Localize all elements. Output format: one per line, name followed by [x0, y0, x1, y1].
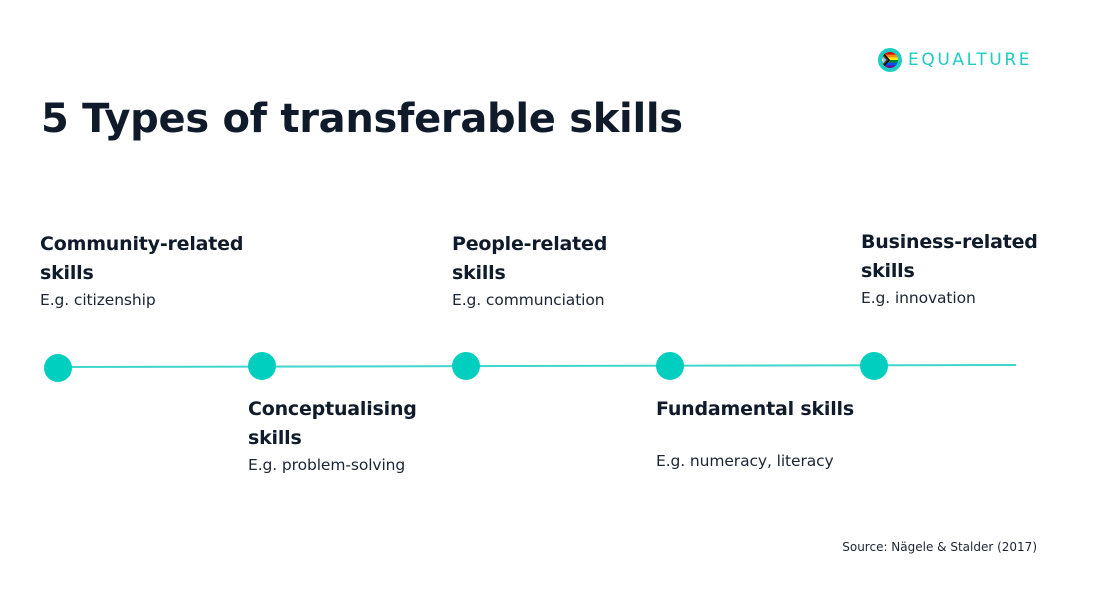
skill-title-line2: skills	[861, 260, 915, 282]
skill-title: Business-related skills	[861, 228, 1091, 286]
skill-title-line2: skills	[248, 427, 302, 449]
skill-title: People-related skills	[452, 230, 662, 288]
skill-people-related: People-related skills E.g. communciation	[452, 230, 662, 311]
skill-fundamental: Fundamental skills E.g. numeracy, litera…	[656, 395, 886, 472]
page-title: 5 Types of transferable skills	[41, 96, 683, 142]
skill-title: Fundamental skills	[656, 395, 886, 424]
skill-community-related: Community-related skills E.g. citizenshi…	[40, 230, 280, 311]
skill-example: E.g. numeracy, literacy	[656, 452, 834, 470]
skill-title-line2: skills	[452, 262, 506, 284]
timeline-dot-conceptualising	[248, 352, 276, 380]
skill-title-line2: skills	[40, 262, 94, 284]
timeline-dot-fundamental	[656, 352, 684, 380]
timeline-dot-business	[860, 352, 888, 380]
brand-name: EQUALTURE	[908, 50, 1033, 70]
skill-title-line1: Community-related	[40, 233, 244, 255]
skill-title: Community-related skills	[40, 230, 280, 288]
source-citation: Source: Nägele & Stalder (2017)	[842, 540, 1037, 554]
skill-business-related: Business-related skills E.g. innovation	[861, 228, 1091, 309]
pride-flag-logo-icon	[878, 48, 902, 72]
skill-title: Conceptualising skills	[248, 395, 458, 453]
skill-example: E.g. citizenship	[40, 291, 156, 309]
skill-title-line1: People-related	[452, 233, 608, 255]
skill-title-line1: Business-related	[861, 231, 1038, 253]
skill-example: E.g. innovation	[861, 289, 976, 307]
skill-conceptualising: Conceptualising skills E.g. problem-solv…	[248, 395, 458, 476]
skill-title-line1: Conceptualising	[248, 398, 417, 420]
timeline-dot-people	[452, 352, 480, 380]
timeline-dot-community	[44, 354, 72, 382]
brand-logo: EQUALTURE	[878, 47, 1032, 73]
skill-example: E.g. communciation	[452, 291, 605, 309]
skill-example: E.g. problem-solving	[248, 456, 406, 474]
skill-title-line1: Fundamental skills	[656, 398, 854, 420]
